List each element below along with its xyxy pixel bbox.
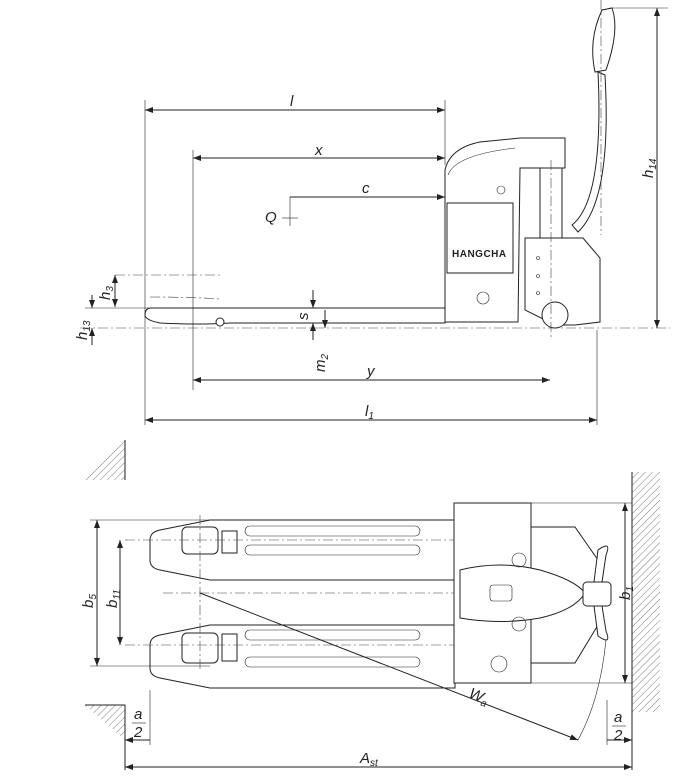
label-l: l	[290, 93, 294, 110]
fork-upper	[149, 519, 456, 581]
label-m2: m2	[312, 354, 331, 373]
bolt	[476, 291, 490, 305]
label-s: s	[295, 312, 312, 320]
tiller-arm	[571, 71, 607, 233]
tiller-grip-top	[593, 545, 609, 641]
label-a2-right-den: 2	[613, 727, 623, 744]
bolt-top	[490, 655, 508, 673]
label-a2-left-den: 2	[133, 724, 143, 741]
drive-wheel	[541, 301, 569, 329]
drive-unit	[524, 237, 601, 326]
label-l1: l1	[365, 403, 374, 422]
label-Wa: Wa	[466, 685, 492, 710]
fork-lower	[149, 624, 456, 689]
turning-arc	[577, 639, 607, 741]
tiller-head-top	[582, 581, 612, 607]
label-y: y	[366, 363, 376, 380]
brand-panel	[446, 202, 514, 274]
label-a2-right-num: a	[614, 709, 622, 726]
wall-hatch-right	[632, 472, 660, 712]
tiller-grip	[592, 7, 616, 73]
raised-fork-outline	[115, 274, 221, 300]
label-b1: b1	[617, 586, 636, 600]
top-view: b5 b11 b1 Wa a 2 a 2 Ast	[80, 440, 660, 770]
label-Q: Q	[265, 209, 277, 226]
wall-hatch-top	[85, 440, 125, 480]
label-b5: b5	[80, 594, 99, 608]
label-a2-left-num: a	[134, 706, 142, 723]
side-view: HANGCHA l x c Q h3 h13 s m2 y l1 h14	[74, 0, 670, 425]
label-x: x	[314, 142, 323, 159]
load-roller	[215, 317, 225, 327]
label-b11: b11	[104, 589, 123, 608]
brand-logo: HANGCHA	[452, 249, 507, 260]
label-Ast: Ast	[359, 750, 379, 769]
label-h14: h14	[640, 158, 659, 178]
dim-Wa	[199, 592, 579, 741]
label-h3: h3	[97, 286, 116, 300]
wall-hatch-bottom-left	[85, 705, 125, 740]
label-c: c	[362, 180, 370, 197]
label-h13: h13	[74, 320, 93, 340]
